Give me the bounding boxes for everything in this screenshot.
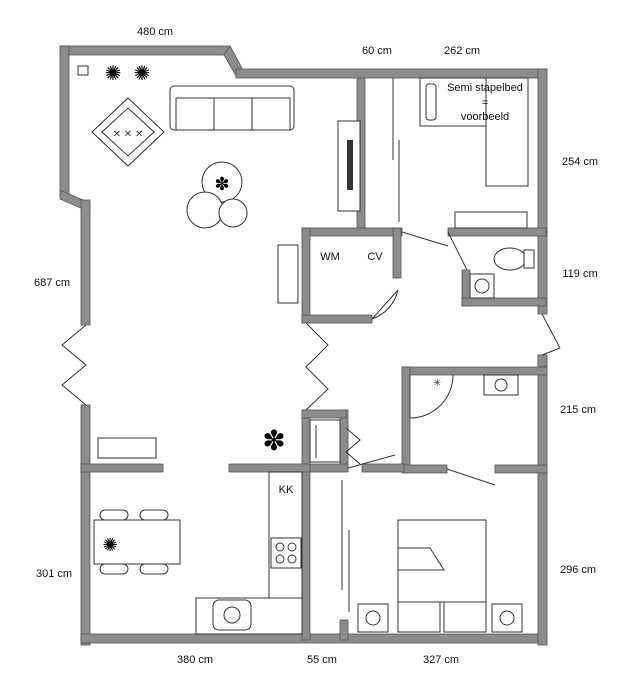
dim-right-toilet: 119 cm [562,268,597,280]
plant-icon: ✺ [102,535,117,555]
plant-icon: ✽ [214,174,229,194]
plant-icon: ✺ [105,63,122,85]
bench [97,437,157,459]
shower-icon: ✳ [433,378,441,389]
kk-label: KK [279,484,294,496]
side-table [277,244,299,304]
dim-right-bathroom: 215 cm [560,404,596,416]
dimension-labels: 480 cm 60 cm 262 cm 254 cm 119 cm 215 cm… [34,26,598,666]
sink-icon [483,374,519,396]
bed-label-line2: voorbeeld [461,111,509,123]
nightstand [357,603,389,633]
dim-top-left: 480 cm [137,26,173,38]
dining-table: ✺ [93,509,181,575]
dim-top-right: 262 cm [444,45,480,57]
dim-right-bedroom-bottom: 296 cm [560,564,596,576]
sofa [169,85,295,131]
inner-walls [80,77,548,641]
rug: ✕ ✕ ✕ [91,97,165,167]
shower [409,374,454,419]
svg-text:✕ ✕ ✕: ✕ ✕ ✕ [113,129,144,140]
dim-bottom-mid: 55 cm [307,654,337,666]
sink-icon [469,273,495,299]
dim-right-bedroom-top: 254 cm [562,156,598,168]
bed-top [419,77,529,187]
plant-icon: ✽ [262,425,285,456]
wm-label: WM [320,251,340,263]
sink-cabinet [454,211,528,229]
wardrobe [309,419,341,463]
doors [61,78,561,612]
bed-label-line1: Semi stapelbed [447,82,523,94]
room-labels: Semi stapelbed = voorbeeld WM CV KK [279,82,523,496]
nightstand [491,603,523,633]
bed-label-eq: = [482,97,488,109]
dim-bottom-right: 327 cm [423,654,459,666]
coffee-table: ✽ [186,161,248,229]
dim-top-mid: 60 cm [362,45,392,57]
outer-walls [59,45,548,646]
tv-unit [337,120,361,212]
toilet-icon [493,247,535,271]
dim-bottom-left: 380 cm [177,654,213,666]
plant-icon: ✺ [134,63,151,85]
kitchen-counter [195,471,303,635]
furniture: ✺ ✺ ✕ ✕ ✕ ✽ ✽ [77,63,535,635]
dim-left-living: 687 cm [34,277,70,289]
cv-label: CV [367,251,383,263]
dim-left-dining: 301 cm [36,568,72,580]
heater-icon [77,65,89,76]
bed-bottom [397,519,487,633]
